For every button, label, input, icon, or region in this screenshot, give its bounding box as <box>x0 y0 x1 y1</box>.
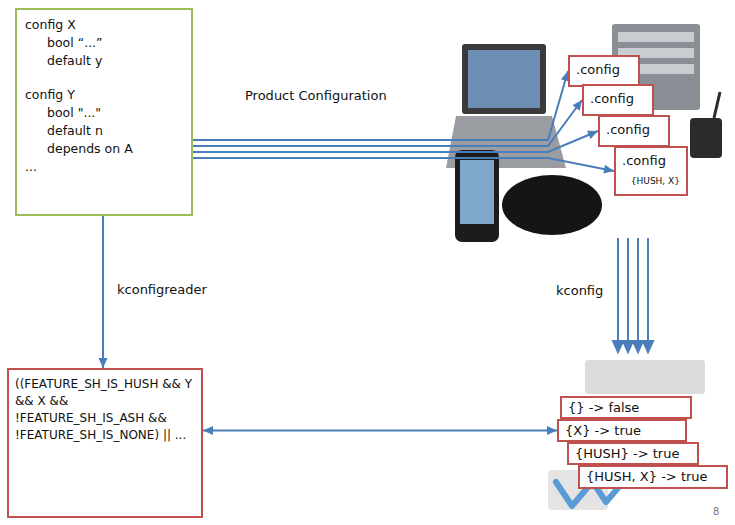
box-subtext: default n <box>47 122 183 140</box>
arrow-label: kconfig <box>556 283 603 298</box>
box-subtext: default y <box>47 52 183 70</box>
result-box: {HUSH} -> true <box>567 442 699 465</box>
faded-device <box>585 360 705 394</box>
config-file-box: .config <box>582 84 654 116</box>
box-subtext: bool "..." <box>47 104 183 122</box>
box-text: {HUSH} -> true <box>575 446 691 461</box>
box-subtext: ... <box>25 158 183 176</box>
result-box: {} -> false <box>560 396 692 419</box>
box-text: .config <box>590 91 646 106</box>
box-text: config X <box>25 16 183 34</box>
formula-box: ((FEATURE_SH_IS_HUSH && Y && X && !FEATU… <box>7 368 203 518</box>
flow-arrow <box>99 216 108 368</box>
flow-arrow <box>193 71 570 140</box>
box-subtext: {HUSH, X} <box>622 176 680 186</box>
result-box: {HUSH, X} -> true <box>578 465 728 489</box>
console-symbol <box>502 175 602 235</box>
box-text: ((FEATURE_SH_IS_HUSH && Y && X && !FEATU… <box>15 376 195 444</box>
router-antenna <box>714 92 720 118</box>
laptop-screen <box>468 50 540 108</box>
phone-symbol <box>455 150 499 242</box>
feature-model-box: config Xbool “...”default y config Ybool … <box>15 8 193 216</box>
flow-arrow <box>193 100 582 146</box>
result-box: {X} -> true <box>557 419 687 442</box>
config-file-box: .config {HUSH, X} <box>614 146 688 196</box>
box-text: .config <box>606 122 662 137</box>
box-subtext: config Y <box>25 86 183 104</box>
phone-screen <box>460 160 494 224</box>
edge-label: Product Configuration <box>245 88 387 103</box>
config-file-box: .config <box>568 55 640 87</box>
router-symbol <box>690 118 722 158</box>
page-number: 8 <box>713 506 719 517</box>
box-text: {} -> false <box>568 400 684 415</box>
flow-arrow <box>193 131 598 152</box>
server-slot <box>618 32 694 42</box>
laptop-symbol <box>462 44 546 114</box>
config-file-box: .config <box>598 115 670 147</box>
edge-label: kconfigreader <box>117 282 207 297</box>
box-text: {X} -> true <box>565 423 679 438</box>
box-subtext: depends on A <box>47 140 183 158</box>
kconfig-arrows <box>613 238 653 352</box>
box-text: {HUSH, X} -> true <box>586 469 720 484</box>
flow-arrow <box>203 426 557 435</box>
flow-arrow <box>193 158 614 173</box>
box-subtext: bool “...” <box>47 34 183 52</box>
box-text: .config <box>576 62 632 77</box>
box-text: .config <box>622 153 680 168</box>
